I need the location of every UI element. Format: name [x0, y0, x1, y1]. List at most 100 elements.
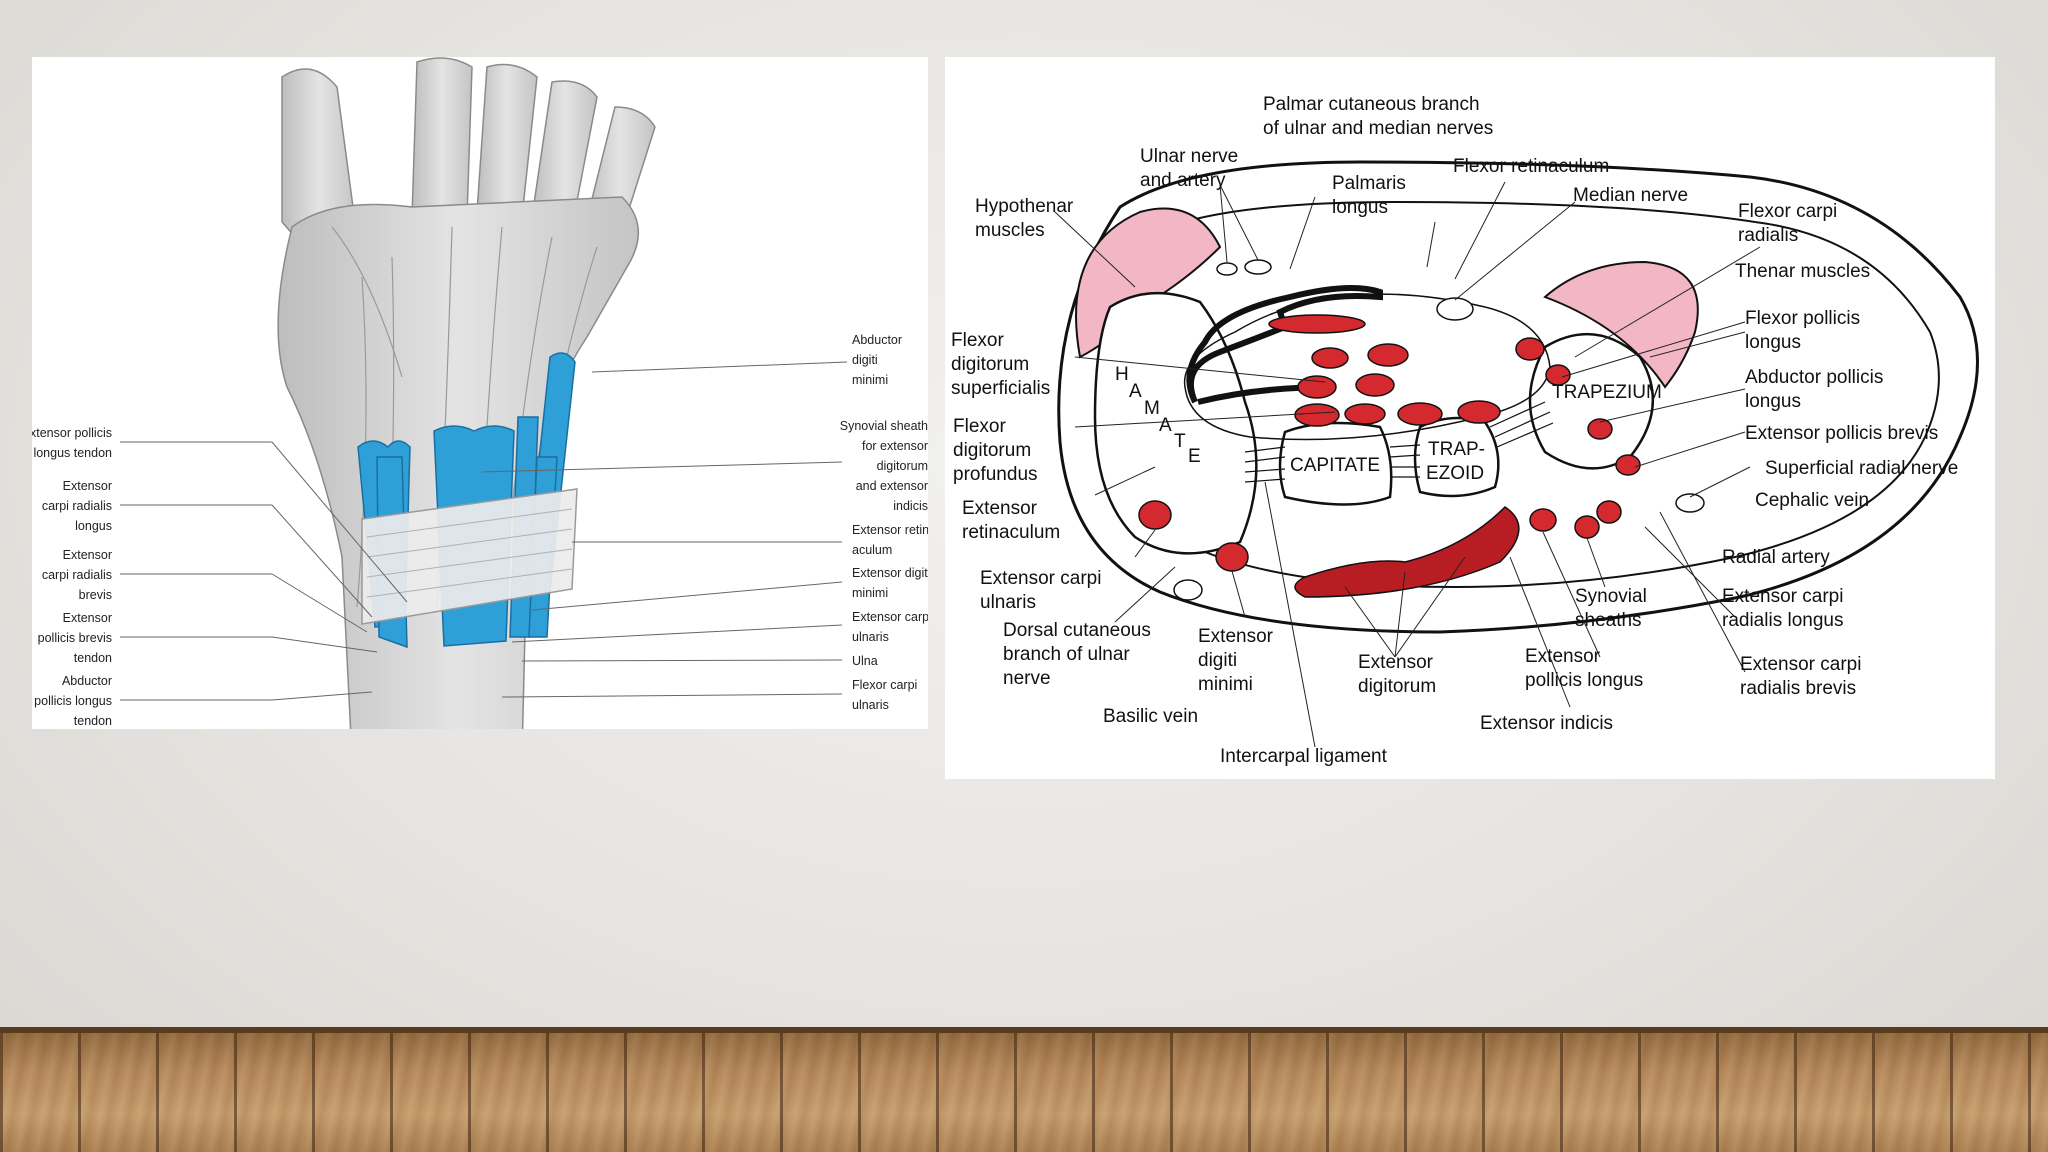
hamate-letter-4: A — [1159, 415, 1172, 436]
label-flexor-retinaculum: Flexor retinaculum — [1453, 156, 1609, 177]
leader-lines-left — [120, 441, 408, 701]
thenar-muscle — [1543, 260, 1699, 389]
label-fdp: Flexor — [953, 416, 1006, 437]
label-fcr: Flexor carpi — [1738, 201, 1837, 222]
label-apl: Abductor pollicis — [1745, 367, 1883, 388]
label-hypothenar: Hypothenar — [975, 196, 1074, 217]
label-synovial-sheaths: Synovial — [1575, 586, 1647, 607]
label-dorsal-cutaneous: Dorsal cutaneous — [1003, 620, 1151, 641]
label-capitate: CAPITATE — [1290, 455, 1380, 476]
label-fds: Flexor — [951, 330, 1004, 351]
hamate-letter-3: M — [1144, 398, 1160, 419]
label-ecu: Extensor carpi — [980, 568, 1101, 589]
label-epl: Extensor pollicis — [32, 426, 112, 440]
leader-lines-right — [481, 361, 848, 698]
label-ecrb: Extensor — [63, 548, 112, 562]
label-intercarpal-ligament: Intercarpal ligament — [1220, 746, 1388, 767]
label-epb: Extensor — [63, 611, 112, 625]
label-cephalic-vein: Cephalic vein — [1755, 490, 1869, 511]
label-fcu: Flexor carpi — [852, 678, 917, 692]
label-extensor-indicis: Extensor indicis — [1480, 713, 1613, 734]
capitate-bone — [1278, 421, 1393, 506]
label-median-nerve: Median nerve — [1573, 185, 1688, 206]
label-ecu: Extensor carpi — [852, 610, 928, 624]
label-apl: Abductor — [62, 674, 112, 688]
label-ulnar-nerve: Ulnar nerve — [1140, 146, 1238, 167]
hamate-letter-6: E — [1188, 446, 1201, 467]
hamate-bone — [1093, 291, 1258, 555]
hamate-letter-2: A — [1129, 381, 1142, 402]
label-radial-artery: Radial artery — [1722, 547, 1830, 568]
label-superficial-radial-nerve: Superficial radial nerve — [1765, 458, 1958, 479]
wrist-outline — [1057, 160, 1979, 634]
hamate-letter-1: H — [1115, 364, 1129, 385]
label-edm: Extensor — [1198, 626, 1274, 647]
right-leader-lines — [1054, 181, 1761, 748]
label-ecrl: Extensor — [63, 479, 112, 493]
extensor-tendons — [1138, 500, 1622, 598]
hamate-letter-5: T — [1174, 431, 1186, 452]
flexor-sheath — [1186, 285, 1383, 404]
label-fpl: Flexor pollicis — [1745, 308, 1860, 329]
label-epb: Extensor pollicis brevis — [1745, 423, 1938, 444]
label-ecrl: Extensor carpi — [1722, 586, 1843, 607]
label-palmaris-longus: Palmaris — [1332, 173, 1406, 194]
retinaculum-fibers — [366, 508, 573, 598]
label-extensor-retinaculum: Extensor retin — [852, 523, 928, 537]
label-extensor-retinaculum: Extensor — [962, 498, 1038, 519]
svg-text:TRAP-EZOID: TRAP-EZOID — [1426, 439, 1485, 484]
label-palmar-cutaneous: Palmar cutaneous branch — [1263, 94, 1480, 115]
label-edm: Extensor digiti — [852, 566, 928, 580]
label-adm: Abductor — [852, 333, 902, 347]
wood-floor — [0, 1027, 2048, 1152]
flexor-tendons — [1268, 314, 1641, 476]
svg-text:Extensor retinaculum: Extensor retinaculum — [852, 523, 928, 557]
label-ulna: Ulna — [852, 654, 878, 668]
label-trapezoid: TRAP- — [1428, 439, 1485, 460]
label-trapezium: TRAPEZIUM — [1552, 382, 1662, 403]
label-basilic-vein: Basilic vein — [1103, 706, 1198, 727]
label-thenar: Thenar muscles — [1735, 261, 1870, 282]
label-ecrb: Extensor carpi — [1740, 654, 1861, 675]
label-synovial-sheath: Synovial sheath — [840, 419, 928, 433]
nerves-vessels — [1173, 259, 1705, 601]
label-extensor-digitorum: Extensor — [1358, 652, 1434, 673]
intercarpal-ligaments — [1244, 401, 1554, 483]
label-epl: Extensor — [1525, 646, 1601, 667]
